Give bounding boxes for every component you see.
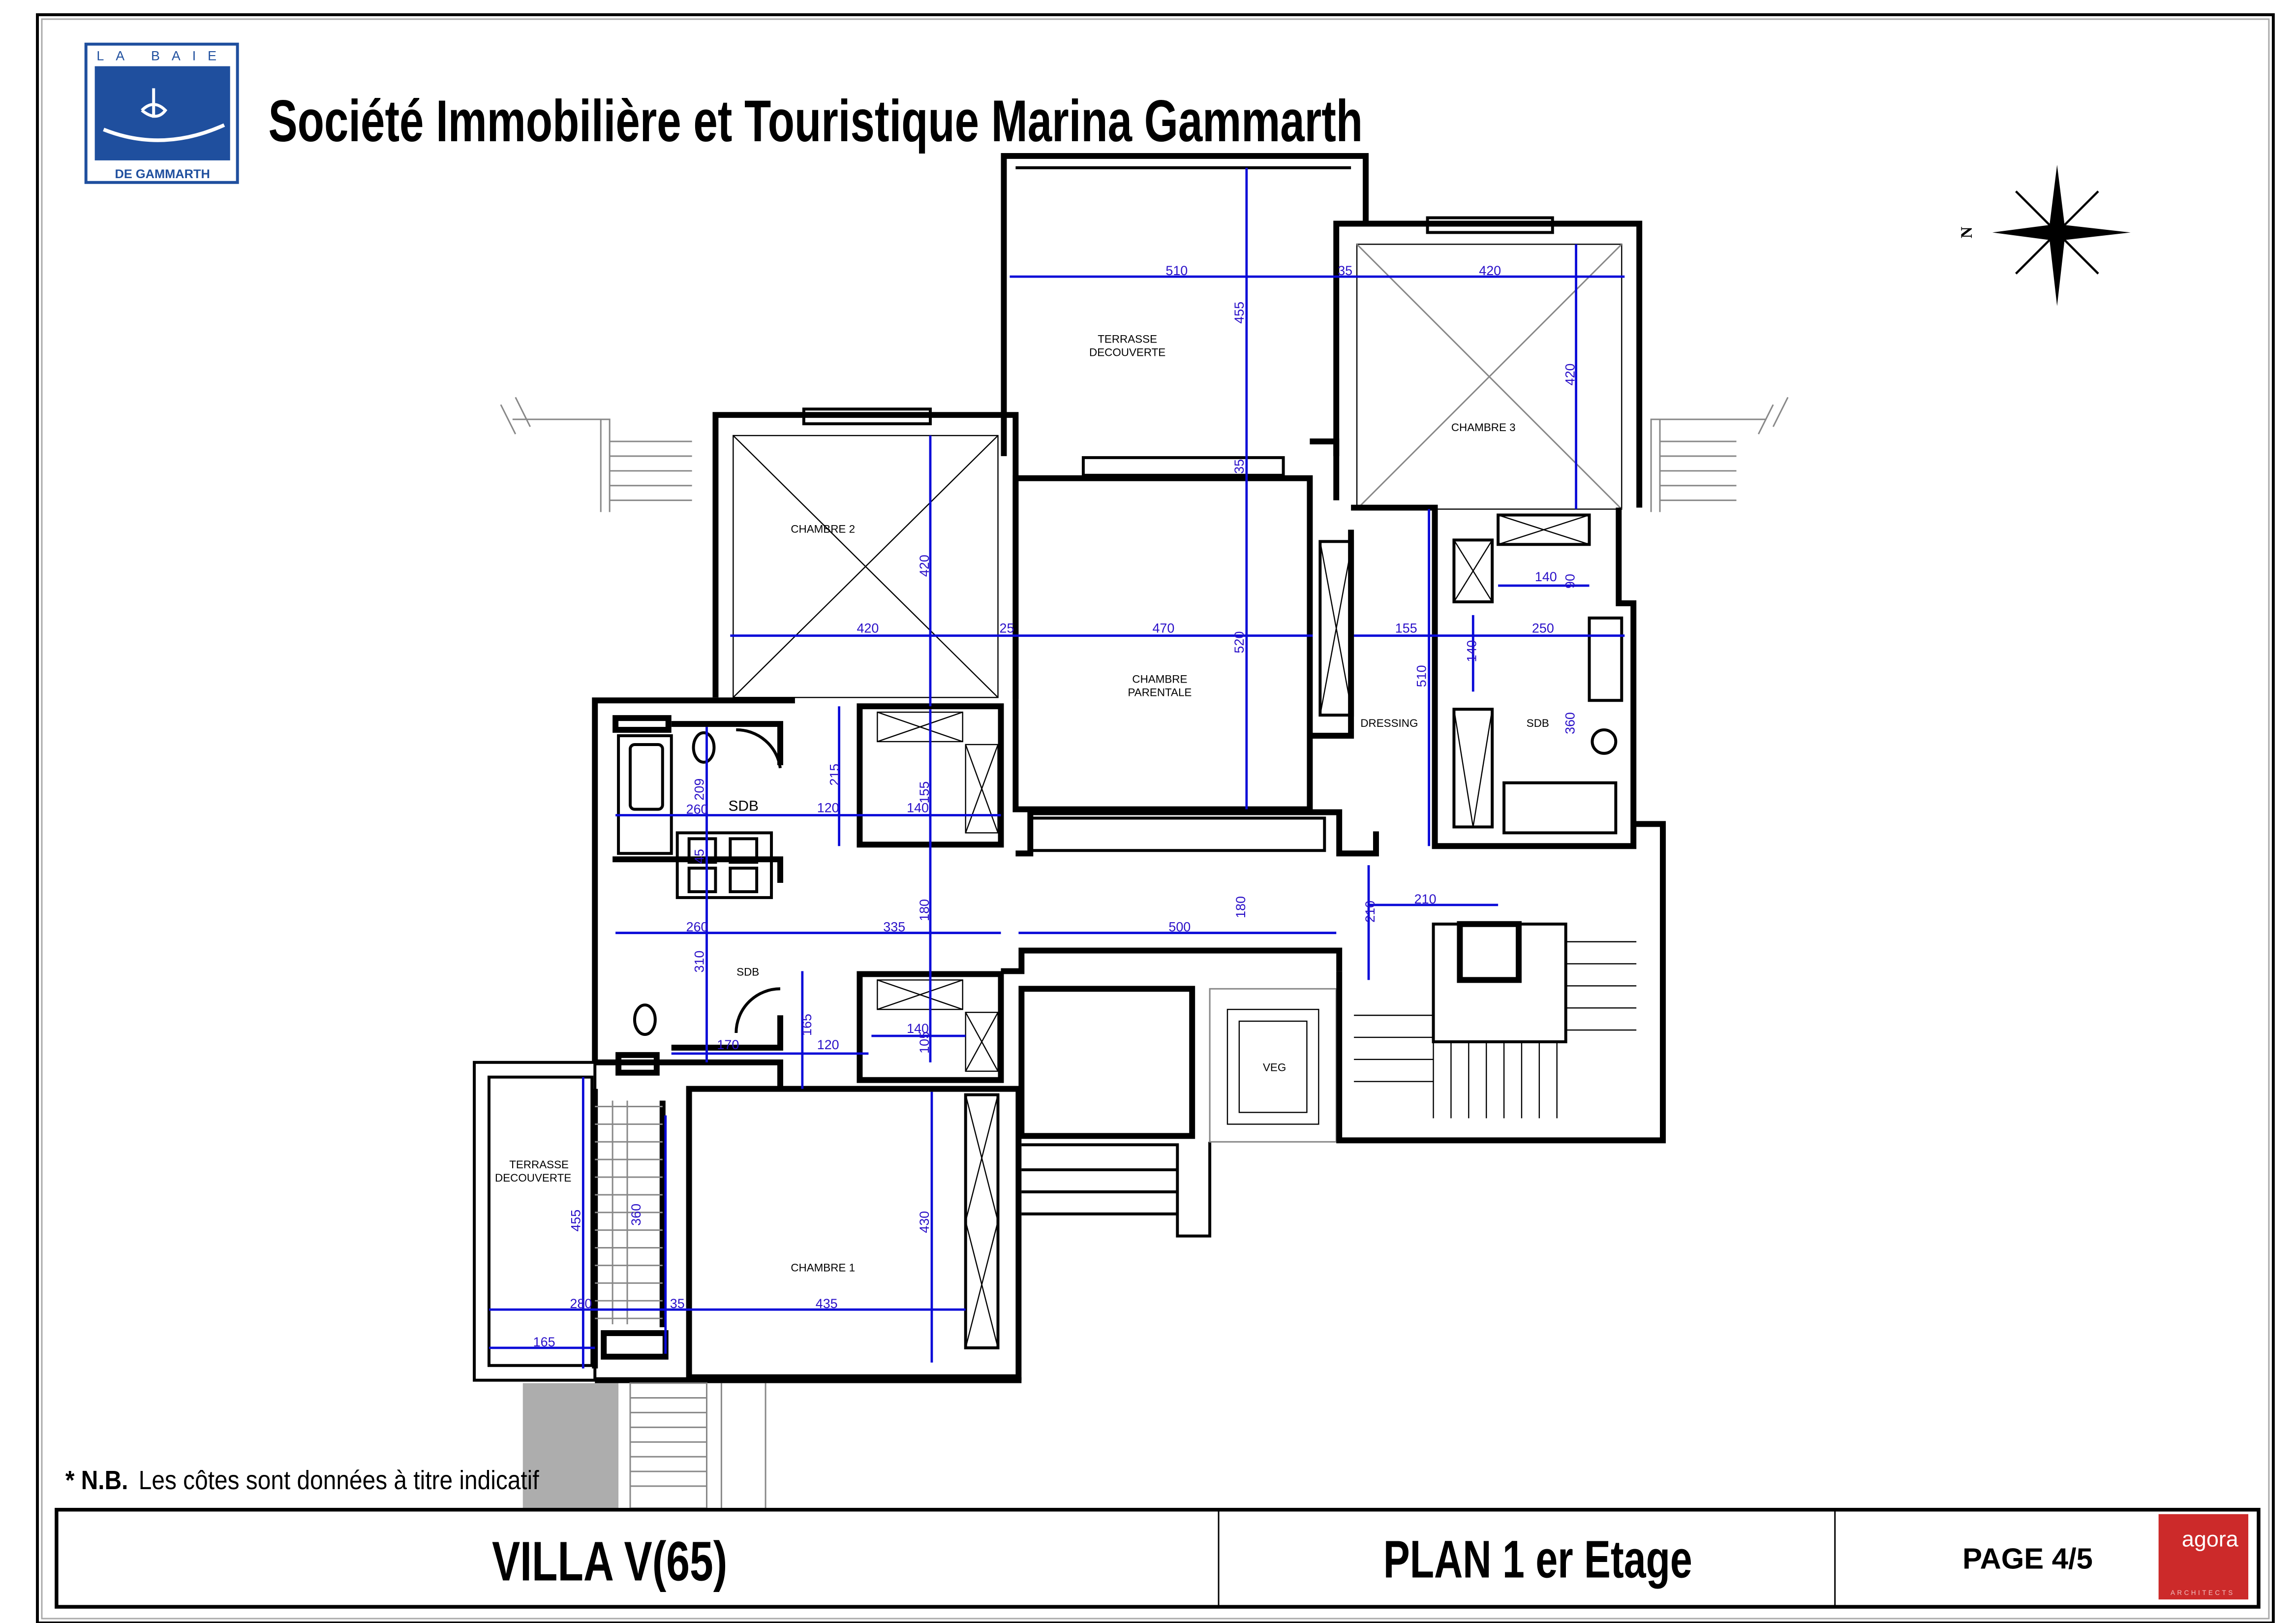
dim-label: 455 [1232,302,1247,324]
room-label-terrasse-left-line2: DECOUVERTE [495,1172,571,1184]
dim-label: 140 [907,1021,929,1036]
room-label-sdb-right: SDB [1527,717,1549,729]
room-label-terrasse-top-line2: DECOUVERTE [1089,346,1165,359]
room-label-veg: VEG [1263,1061,1286,1074]
dim-label: 470 [1152,621,1174,636]
room-label-dressing: DRESSING [1360,717,1418,729]
la-baie-de-gammarth-logo: LA BAIE DE GAMMARTH [84,42,239,184]
dim-label: 165 [799,1014,814,1036]
room-label-chambre-1: CHAMBRE 1 [791,1261,855,1274]
dim-label: 260 [686,920,708,935]
dim-label: 25 [1000,621,1014,636]
dim-label: 210 [1414,892,1437,906]
dim-label: 180 [917,899,932,921]
room-label-terrasse-left: TERRASSE [509,1158,569,1171]
dimension-labels: 510 35 420 455 420 35 420 420 25 470 520… [533,263,1578,1349]
dim-label: 165 [533,1335,555,1349]
room-label-parentale-line2: PARENTALE [1128,686,1192,698]
dim-label: 120 [817,800,839,815]
dim-label: 360 [629,1204,643,1226]
room-labels: TERRASSE DECOUVERTE CHAMBRE 3 CHAMBRE 2 … [495,333,1549,1274]
dim-label: 420 [857,621,879,636]
room-label-parentale: CHAMBRE [1132,673,1187,685]
dim-label: 35 [670,1296,685,1311]
room-label-terrasse-top: TERRASSE [1098,333,1157,345]
dim-label: 420 [1479,263,1501,278]
agora-architects-logo: agora ARCHITECTS [2158,1514,2249,1600]
svg-text:N: N [1958,226,1976,238]
dim-label: 420 [917,555,932,577]
room-label-chambre-3: CHAMBRE 3 [1451,421,1516,434]
svg-text:ARCHITECTS: ARCHITECTS [2171,1589,2235,1596]
dim-label: 260 [686,802,708,816]
dim-label: 500 [1168,920,1191,935]
sheet-border [36,13,2275,1623]
dim-label: 180 [1233,896,1248,918]
dim-label: 140 [1464,640,1479,662]
page-label: PAGE 4/5 [1962,1542,2093,1575]
svg-text:LA BAIE: LA BAIE [96,49,228,63]
dim-label: 35 [1232,459,1247,474]
dim-label: 155 [917,781,932,804]
dim-label: 455 [568,1210,583,1232]
dimension-lines [489,167,1625,1369]
dim-label: 280 [570,1296,592,1311]
dim-label: 215 [827,764,842,786]
dim-label: 335 [883,920,905,935]
walls [473,153,1789,1509]
svg-text:DE GAMMARTH: DE GAMMARTH [115,167,210,181]
dim-label: 510 [1414,665,1429,687]
dim-label: 140 [1535,569,1557,584]
dimension-note: * N.B.Les côtes sont données à titre ind… [65,1466,540,1495]
dim-label: 170 [717,1037,739,1052]
dim-label: 360 [1563,712,1578,734]
dim-label: 35 [1338,263,1352,278]
dim-label: 420 [1563,363,1578,385]
dim-label: 90 [1563,574,1578,589]
company-title: Société Immobilière et Touristique Marin… [268,89,1363,154]
dim-label: 120 [817,1037,839,1052]
dim-label: 140 [907,800,929,815]
dim-label: 430 [917,1211,932,1233]
villa-label: VILLA V(65) [492,1530,727,1592]
dim-label: 510 [1165,263,1188,278]
dim-label: 435 [816,1296,838,1311]
dim-label: 209 [692,779,707,801]
dim-label: 45 [692,849,707,864]
title-block: VILLA V(65) PLAN 1 er Etage PAGE 4/5 ago… [55,1508,2261,1609]
dim-label: 250 [1532,621,1554,636]
dim-label: 520 [1232,631,1247,654]
north-compass-icon: N [1958,164,2131,306]
dim-label: 210 [1363,901,1378,923]
plan-label: PLAN 1 er Etage [1383,1529,1692,1589]
dim-label: 310 [692,951,707,973]
room-label-chambre-2: CHAMBRE 2 [791,523,855,535]
dim-label: 105 [917,1031,932,1054]
room-label-sdb-lower-left: SDB [736,966,759,978]
room-label-sdb-upper-left: SDB [729,798,759,814]
svg-text:agora: agora [2182,1527,2238,1552]
dim-label: 155 [1395,621,1417,636]
